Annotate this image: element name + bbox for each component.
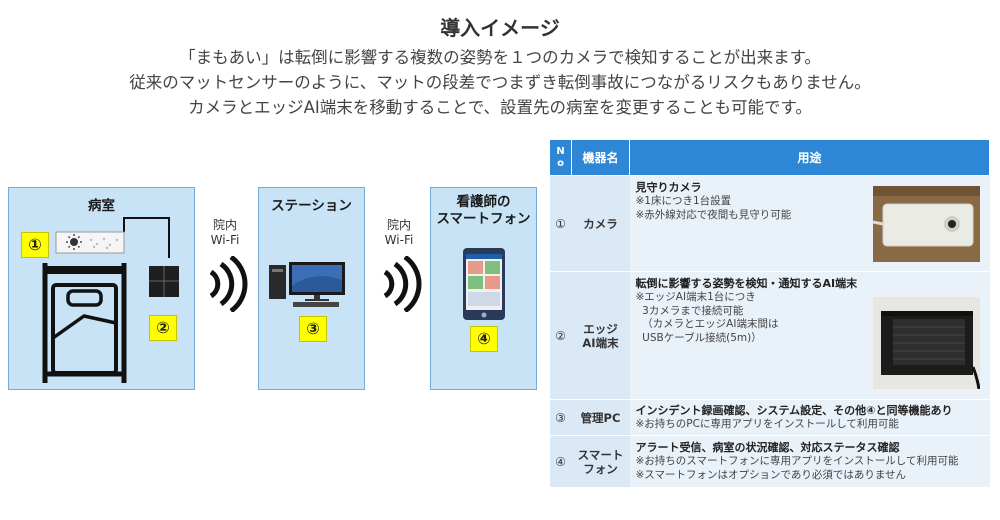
table-row: ① カメラ 見守りカメラ ※1床につき1台設置 ※赤外線対応で夜間も見守り可能 (549, 175, 990, 272)
usage-line: ※お持ちのPCに専用アプリをインストールして利用可能 (635, 417, 899, 430)
usage-line: USBケーブル接続(5m)） (635, 331, 762, 344)
room-box: 病室 (8, 187, 195, 390)
badge-2: ② (149, 315, 177, 341)
row-usage: 転倒に影響する姿勢を検知・通知するAI端末 ※エッジAI端末1台につき 3カメラ… (629, 271, 990, 400)
row-no: ④ (549, 435, 572, 488)
edge-ai-terminal-icon (149, 266, 179, 297)
bed-icon (42, 263, 127, 383)
description-line-1: 「まもあい」は転倒に影響する複数の姿勢を１つのカメラで検知することが出来ます。 (179, 48, 821, 67)
station-title: ステーション (271, 198, 352, 214)
usage-head: インシデント録画確認、システム設定、その他④と同等機能あり (635, 403, 953, 417)
desktop-pc-icon (269, 262, 345, 307)
wifi-signal-icon-1 (209, 256, 248, 312)
usage-line: ※エッジAI端末1台につき (635, 291, 756, 303)
wifi-label-1-line1: 院内 (212, 218, 237, 232)
wifi-label-1-line2: Wi-Fi (210, 233, 240, 247)
row-usage: アラート受信、病室の状況確認、対応ステータス確認 ※お持ちのスマートフォンに専用… (629, 435, 990, 488)
table-row: ④ スマート フォン アラート受信、病室の状況確認、対応ステータス確認 ※お持ち… (549, 435, 990, 488)
smartphone-icon (463, 248, 505, 320)
row-usage: インシデント録画確認、システム設定、その他④と同等機能あり ※お持ちのPCに専用… (629, 399, 990, 436)
row-device: カメラ (571, 175, 630, 272)
page-title: 導入イメージ (440, 16, 560, 40)
row-no: ① (549, 175, 572, 272)
header-no: N o (549, 139, 572, 176)
header-usage: 用途 (629, 139, 990, 176)
smartphone-title: 看護師の スマートフォン (431, 194, 536, 228)
usage-line: （カメラとエッジAI端末間は (635, 318, 779, 330)
station-box: ステーション ③ (258, 187, 365, 390)
room-devices-illustration (42, 217, 179, 383)
badge-3: ③ (299, 316, 327, 342)
row-device: スマート フォン (571, 435, 630, 488)
description-line-3: カメラとエッジAI端末を移動することで、設置先の病室を変更することも可能です。 (188, 98, 812, 117)
smartphone-title-line2: スマートフォン (436, 211, 531, 227)
table-header-row: N o 機器名 用途 (549, 139, 990, 176)
table-row: ③ 管理PC インシデント録画確認、システム設定、その他④と同等機能あり ※お持… (549, 399, 990, 436)
table-row: ② エッジ AI端末 転倒に影響する姿勢を検知・通知するAI端末 ※エッジAI端… (549, 271, 990, 400)
wifi-label-2-line2: Wi-Fi (384, 233, 414, 247)
wifi-signal-icon-2 (383, 256, 422, 312)
description-line-2: 従来のマットセンサーのように、マットの段差でつまずき転倒事故につながるリスクもあ… (129, 73, 871, 92)
usage-line: 3カメラまで接続可能 (635, 304, 744, 317)
usage-line: ※お持ちのスマートフォンに専用アプリをインストールして利用可能 (635, 455, 959, 467)
device-spec-table: N o 機器名 用途 ① カメラ 見守りカメラ ※1床につき1台設置 ※赤外線対… (549, 139, 990, 488)
edge-ai-terminal-photo (872, 297, 980, 389)
wifi-label-2: 院内 Wi-Fi (374, 218, 424, 248)
usage-head: アラート受信、病室の状況確認、対応ステータス確認 (635, 441, 900, 454)
wifi-label-1: 院内 Wi-Fi (200, 218, 250, 248)
camera-photo (872, 186, 980, 262)
usage-head: 転倒に影響する姿勢を検知・通知するAI端末 (635, 277, 858, 290)
camera-icon (55, 231, 125, 254)
smartphone-title-line1: 看護師の (456, 194, 511, 210)
header-device: 機器名 (571, 139, 630, 176)
usage-line: ※スマートフォンはオプションであり必須ではありません (635, 468, 907, 481)
usage-line: ※1床につき1台設置 (635, 195, 732, 207)
smartphone-box: 看護師の スマートフォン ④ (430, 187, 537, 390)
row-device: エッジ AI端末 (571, 271, 630, 400)
usage-head: 見守りカメラ (635, 181, 702, 194)
row-usage: 見守りカメラ ※1床につき1台設置 ※赤外線対応で夜間も見守り可能 (629, 175, 990, 272)
room-title: 病室 (88, 198, 115, 214)
row-no: ③ (549, 399, 572, 436)
row-no: ② (549, 271, 572, 400)
badge-1: ① (21, 232, 49, 258)
row-device: 管理PC (571, 399, 630, 436)
usage-line: ※赤外線対応で夜間も見守り可能 (635, 208, 792, 221)
badge-4: ④ (470, 326, 498, 352)
wifi-label-2-line1: 院内 (386, 218, 411, 232)
